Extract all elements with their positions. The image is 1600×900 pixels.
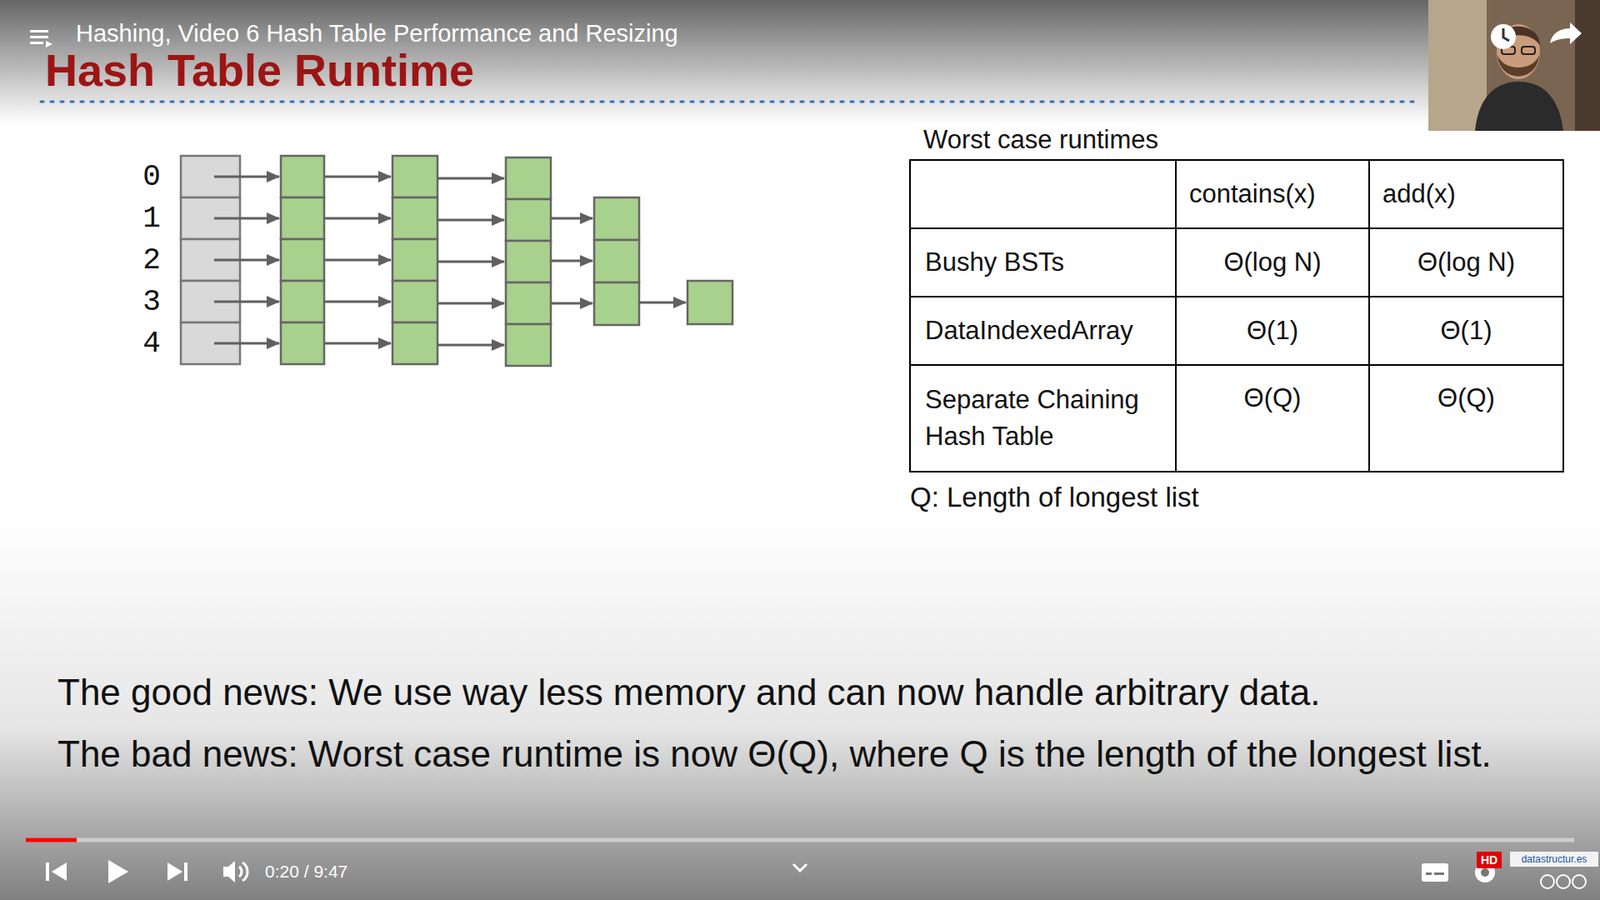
table-grid — [910, 160, 1564, 472]
top-shade — [0, 0, 1600, 125]
bucket-index: 4 — [133, 322, 170, 365]
time-display: 0:20 / 9:47 — [265, 860, 449, 884]
table-row-header: Separate Chaining Hash Table — [911, 366, 1175, 470]
chain-arrows — [214, 176, 686, 345]
video-title: Hashing, Video 6 Hash Table Performance … — [75, 16, 1376, 50]
table-header: add(x) — [1369, 161, 1562, 227]
table-cell: Θ(Q) — [1370, 366, 1562, 470]
table-cell: Θ(1) — [1370, 298, 1562, 364]
table-row-header: DataIndexedArray — [911, 298, 1175, 364]
table-cell: Θ(Q) — [1177, 366, 1368, 470]
bucket-index: 0 — [133, 155, 170, 198]
bucket-index: 2 — [133, 239, 170, 281]
table-cell: Θ(log N) — [1177, 230, 1368, 295]
slide-note: The good news: We use way less memory an… — [57, 668, 1575, 717]
slide-note: The bad news: Worst case runtime is now … — [57, 728, 1541, 780]
webcam-overlay — [1428, 0, 1600, 131]
table-header: contains(x) — [1175, 161, 1368, 227]
bucket-index: 3 — [133, 280, 170, 323]
slide-title: Hash Table Runtime — [45, 43, 795, 97]
player-controls — [45, 860, 1586, 889]
dotted-rule — [40, 100, 1419, 104]
progress-track — [25, 838, 1575, 843]
hd-badge: HD — [1476, 851, 1502, 869]
bucket-index: 1 — [133, 197, 170, 240]
table-cell: Θ(1) — [1177, 298, 1368, 364]
bottom-shade — [0, 516, 1600, 900]
table-row-header: Bushy BSTs — [911, 230, 1175, 295]
playlist-icon — [30, 30, 53, 48]
chain-nodes — [280, 155, 733, 366]
progress-played — [25, 838, 77, 843]
channel-logo: datastructur.es — [1510, 851, 1599, 867]
table-note: Q: Length of longest list — [910, 478, 1544, 517]
table-caption: Worst case runtimes — [923, 121, 1357, 159]
table-cell: Θ(log N) — [1370, 230, 1562, 295]
